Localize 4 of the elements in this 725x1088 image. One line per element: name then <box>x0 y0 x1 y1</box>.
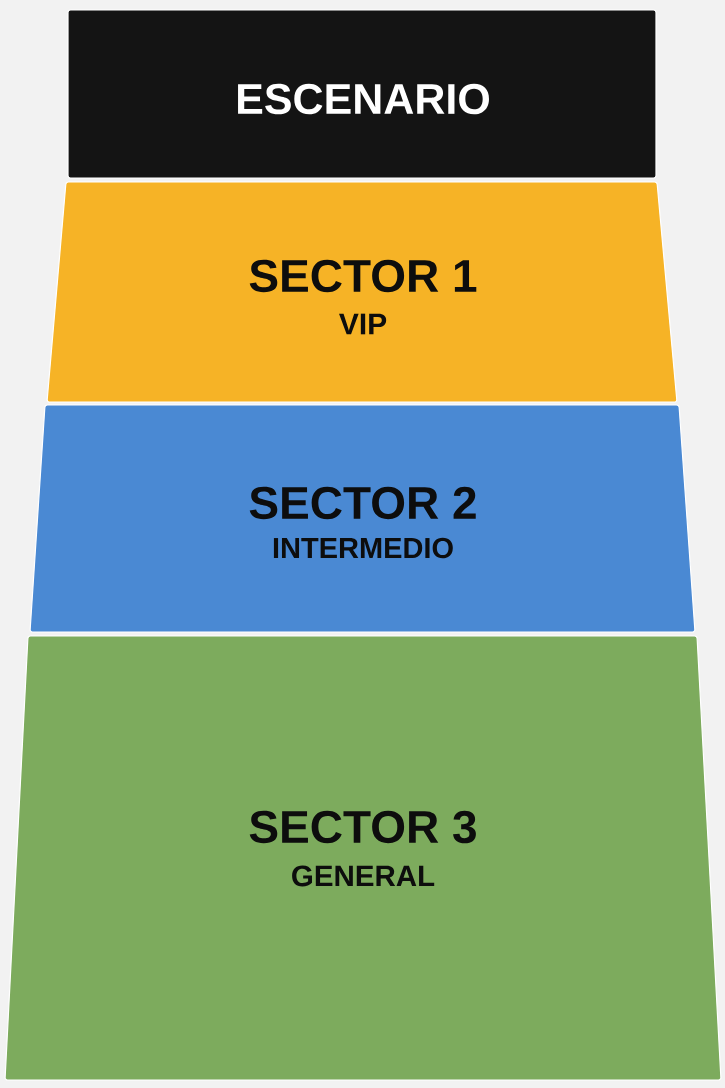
stage-block: ESCENARIO <box>67 9 657 179</box>
sector-block: SECTOR 3 GENERAL <box>4 635 722 1081</box>
sector-block: SECTOR 2 INTERMEDIO <box>29 404 696 633</box>
sector-block: SECTOR 1 VIP <box>46 181 678 403</box>
